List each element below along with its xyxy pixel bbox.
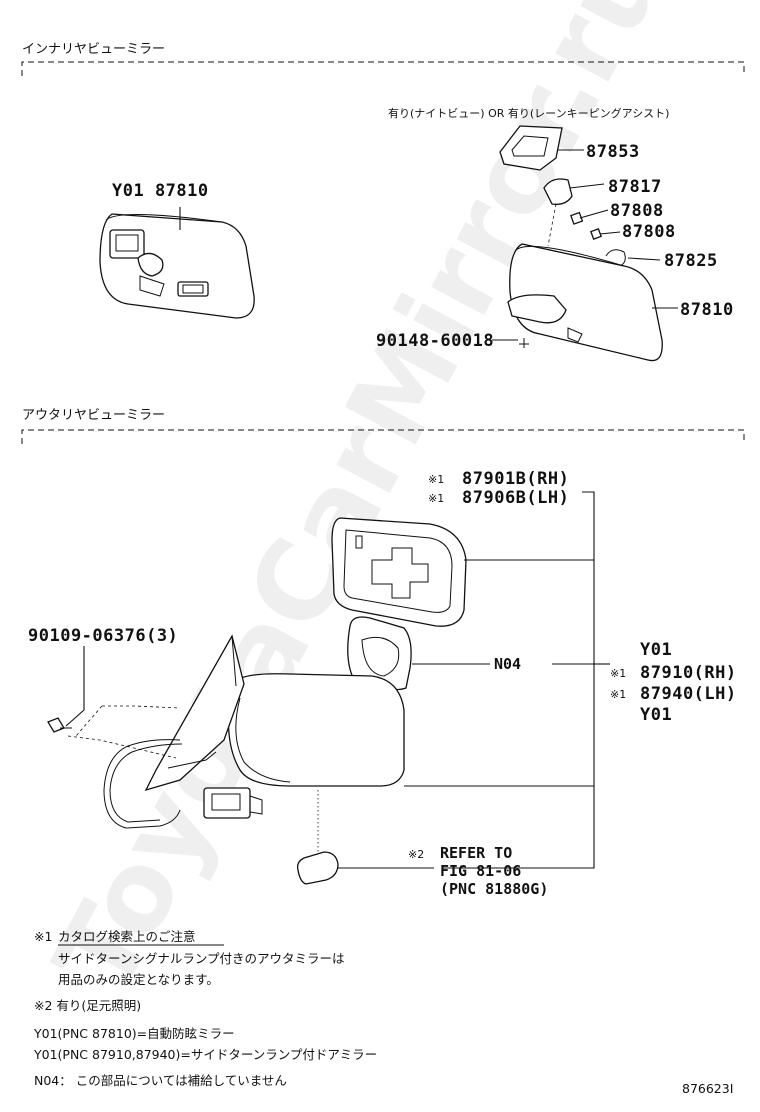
glass-mark-2: ※1	[428, 492, 444, 505]
inner-condition: 有り(ナイトビュー) OR 有り(レーンキーピングアシスト)	[388, 106, 669, 120]
note1-line1: サイドターンシグナルランプ付きのアウタミラーは	[58, 951, 345, 966]
assy-y01-top: Y01	[640, 640, 672, 660]
part-87810: 87810	[680, 300, 734, 320]
note2: ※2 有り(足元照明)	[34, 998, 141, 1013]
inner-leaders	[492, 149, 678, 341]
assy-mark-2: ※1	[610, 688, 626, 701]
refer-line-3: (PNC 81880G)	[440, 880, 548, 898]
assy-mark-1: ※1	[610, 667, 626, 680]
assy-y01-bottom: Y01	[640, 705, 672, 725]
part-87940-lh: 87940(LH)	[640, 684, 737, 704]
part-87808-a: 87808	[610, 201, 664, 221]
section-title-outer: アウタリヤビューミラー	[22, 408, 165, 423]
refer-line-1: REFER TO	[440, 844, 512, 862]
refer-line-2: FIG 81-06	[440, 862, 521, 880]
outer-mirror-drawing	[47, 517, 467, 885]
part-90109-06376: 90109-06376(3)	[28, 626, 178, 646]
part-87808-b: 87808	[622, 222, 676, 242]
figure-id: 876623I	[682, 1081, 733, 1096]
label-n04: N04	[494, 655, 521, 673]
part-90148-60018: 90148-60018	[376, 331, 494, 351]
part-87906b-lh: 87906B(LH)	[462, 488, 569, 508]
section-frame-inner	[21, 61, 745, 76]
part-87901b-rh: 87901B(RH)	[462, 469, 569, 489]
section-frame-outer	[21, 429, 745, 444]
note-y01-b: Y01(PNC 87910,87940)=サイドターンランプ付ドアミラー	[33, 1047, 377, 1062]
note-y01-a: Y01(PNC 87810)=自動防眩ミラー	[33, 1026, 235, 1041]
part-87817: 87817	[608, 177, 662, 197]
inner-mirror-left-drawing	[99, 207, 255, 319]
part-87910-rh: 87910(RH)	[640, 663, 737, 683]
note1-line2: 用品のみの設定となります。	[58, 972, 219, 987]
note-n04: N04： この部品については補給していません	[34, 1073, 287, 1088]
inner-left-label: Y01 87810	[112, 181, 209, 201]
note1-title: カタログ検索上のご注意	[58, 929, 196, 944]
part-87853: 87853	[586, 142, 640, 162]
outer-leaders	[65, 491, 610, 869]
part-87825: 87825	[664, 251, 718, 271]
refer-mark: ※2	[408, 848, 424, 861]
glass-mark-1: ※1	[428, 473, 444, 486]
section-title-inner: インナリヤビューミラー	[22, 42, 165, 57]
inner-mirror-right-drawing	[499, 125, 663, 362]
note1-mark: ※1	[34, 929, 52, 944]
